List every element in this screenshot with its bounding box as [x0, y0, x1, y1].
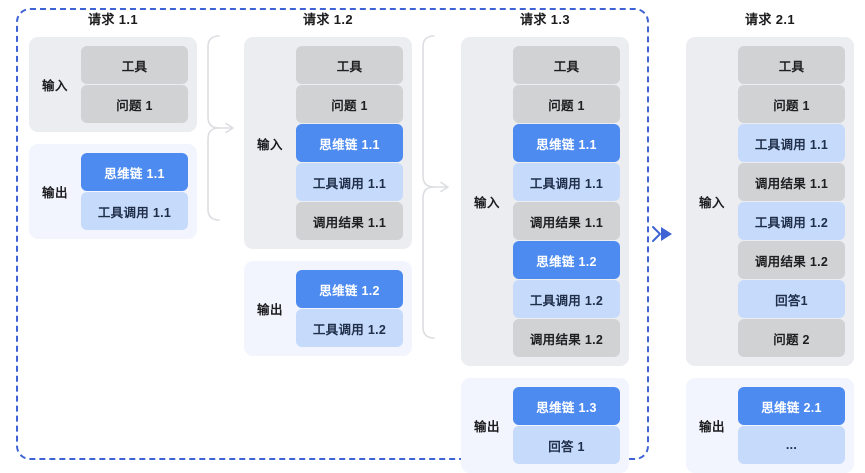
row-item[interactable]: 工具调用 1.1 — [296, 163, 403, 201]
output-rows: 思维链 1.2 工具调用 1.2 — [296, 270, 403, 347]
column-title: 请求 1.1 — [87, 12, 139, 27]
row-item[interactable]: 调用结果 1.2 — [738, 241, 845, 279]
row-item[interactable]: 问题 2 — [738, 319, 845, 357]
row-item[interactable]: 思维链 1.1 — [513, 124, 620, 162]
row-item[interactable]: 问题 1 — [738, 85, 845, 123]
request-column-2: 请求 1.2 输入 工具 问题 1 思维链 1.1 工具调用 1.1 调用结果 … — [244, 0, 412, 356]
row-item[interactable]: 调用结果 1.1 — [738, 163, 845, 201]
row-item[interactable]: 工具调用 1.2 — [513, 280, 620, 318]
row-item[interactable]: 回答 1 — [513, 426, 620, 464]
input-group: 输入 工具 问题 1 — [29, 37, 197, 132]
row-item[interactable]: 思维链 1.3 — [513, 387, 620, 425]
row-item[interactable]: 思维链 1.2 — [513, 241, 620, 279]
column-title: 请求 2.1 — [744, 12, 796, 27]
output-group: 输出 思维链 1.2 工具调用 1.2 — [244, 261, 412, 356]
row-item[interactable]: 调用结果 1.1 — [296, 202, 403, 240]
output-rows: 思维链 1.1 工具调用 1.1 — [81, 153, 188, 230]
row-item[interactable]: 工具 — [296, 46, 403, 84]
input-rows: 工具 问题 1 思维链 1.1 工具调用 1.1 调用结果 1.1 思维链 1.… — [513, 46, 620, 357]
output-rows: 思维链 2.1 ... — [738, 387, 845, 464]
output-group: 输出 思维链 2.1 ... — [686, 378, 854, 473]
request-column-4: 请求 2.1 输入 工具 问题 1 工具调用 1.1 调用结果 1.1 工具调用… — [686, 0, 854, 473]
column-title: 请求 1.3 — [519, 12, 571, 27]
input-label: 输入 — [698, 196, 725, 210]
output-group: 输出 思维链 1.1 工具调用 1.1 — [29, 144, 197, 239]
column-title: 请求 1.2 — [302, 12, 354, 27]
row-item[interactable]: 调用结果 1.2 — [513, 319, 620, 357]
connector-bracket-2 — [422, 35, 449, 339]
input-group: 输入 工具 问题 1 思维链 1.1 工具调用 1.1 调用结果 1.1 — [244, 37, 412, 249]
spacer — [461, 366, 629, 378]
input-label: 输入 — [473, 196, 500, 210]
connector-blue-arrow — [652, 226, 672, 242]
input-group: 输入 工具 问题 1 思维链 1.1 工具调用 1.1 调用结果 1.1 思维链… — [461, 37, 629, 366]
input-label: 输入 — [256, 137, 283, 152]
spacer — [686, 366, 854, 378]
output-rows: 思维链 1.3 回答 1 — [513, 387, 620, 464]
output-label: 输出 — [473, 420, 500, 434]
row-item[interactable]: 问题 1 — [296, 85, 403, 123]
row-item[interactable]: 工具 — [513, 46, 620, 84]
request-column-3: 请求 1.3 输入 工具 问题 1 思维链 1.1 工具调用 1.1 调用结果 … — [461, 0, 629, 473]
row-item[interactable]: 工具 — [738, 46, 845, 84]
output-label: 输出 — [256, 303, 283, 317]
row-item[interactable]: 问题 1 — [513, 85, 620, 123]
row-item[interactable]: 工具调用 1.2 — [296, 309, 403, 347]
input-group: 输入 工具 问题 1 工具调用 1.1 调用结果 1.1 工具调用 1.2 调用… — [686, 37, 854, 366]
row-item[interactable]: 思维链 1.1 — [296, 124, 403, 162]
connector-bracket-1 — [207, 35, 234, 221]
row-item[interactable]: 工具调用 1.2 — [738, 202, 845, 240]
row-item[interactable]: 思维链 1.1 — [81, 153, 188, 191]
row-item[interactable]: 思维链 2.1 — [738, 387, 845, 425]
spacer — [244, 249, 412, 261]
row-item[interactable]: 工具 — [81, 46, 188, 84]
request-column-1: 请求 1.1 输入 工具 问题 1 输出 思维链 1.1 工具调用 1.1 — [29, 0, 197, 239]
spacer — [29, 132, 197, 144]
row-item[interactable]: 工具调用 1.1 — [513, 163, 620, 201]
row-item[interactable]: 思维链 1.2 — [296, 270, 403, 308]
input-rows: 工具 问题 1 工具调用 1.1 调用结果 1.1 工具调用 1.2 调用结果 … — [738, 46, 845, 357]
row-item[interactable]: 工具调用 1.1 — [738, 124, 845, 162]
row-item[interactable]: 工具调用 1.1 — [81, 192, 188, 230]
output-label: 输出 — [41, 186, 68, 200]
input-rows: 工具 问题 1 思维链 1.1 工具调用 1.1 调用结果 1.1 — [296, 46, 403, 240]
row-item[interactable]: 问题 1 — [81, 85, 188, 123]
input-rows: 工具 问题 1 — [81, 46, 188, 123]
row-item[interactable]: 回答1 — [738, 280, 845, 318]
row-item[interactable]: 调用结果 1.1 — [513, 202, 620, 240]
input-label: 输入 — [41, 79, 68, 93]
output-label: 输出 — [698, 420, 725, 434]
row-item[interactable]: ... — [738, 426, 845, 464]
output-group: 输出 思维链 1.3 回答 1 — [461, 378, 629, 473]
